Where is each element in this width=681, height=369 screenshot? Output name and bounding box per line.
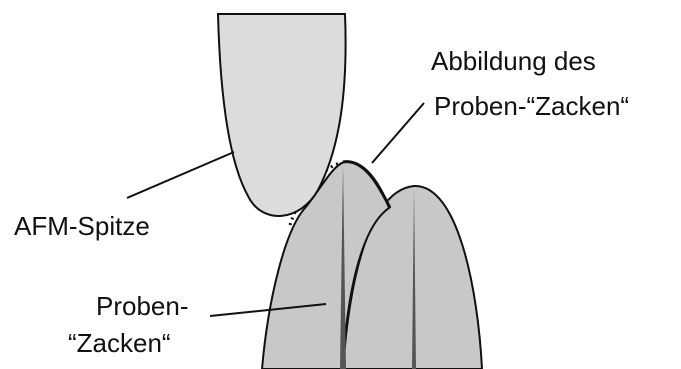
pointer-imaging bbox=[372, 103, 424, 163]
pointer-afm-tip bbox=[127, 152, 234, 198]
sample-label-line1: Proben- bbox=[96, 290, 189, 322]
imaging-label-line1: Abbildung des bbox=[431, 45, 596, 77]
sample-label-line2: “Zacken“ bbox=[68, 327, 171, 359]
afm-tip-label: AFM-Spitze bbox=[14, 210, 150, 242]
imaging-label-line2: Proben-“Zacken“ bbox=[434, 90, 629, 122]
